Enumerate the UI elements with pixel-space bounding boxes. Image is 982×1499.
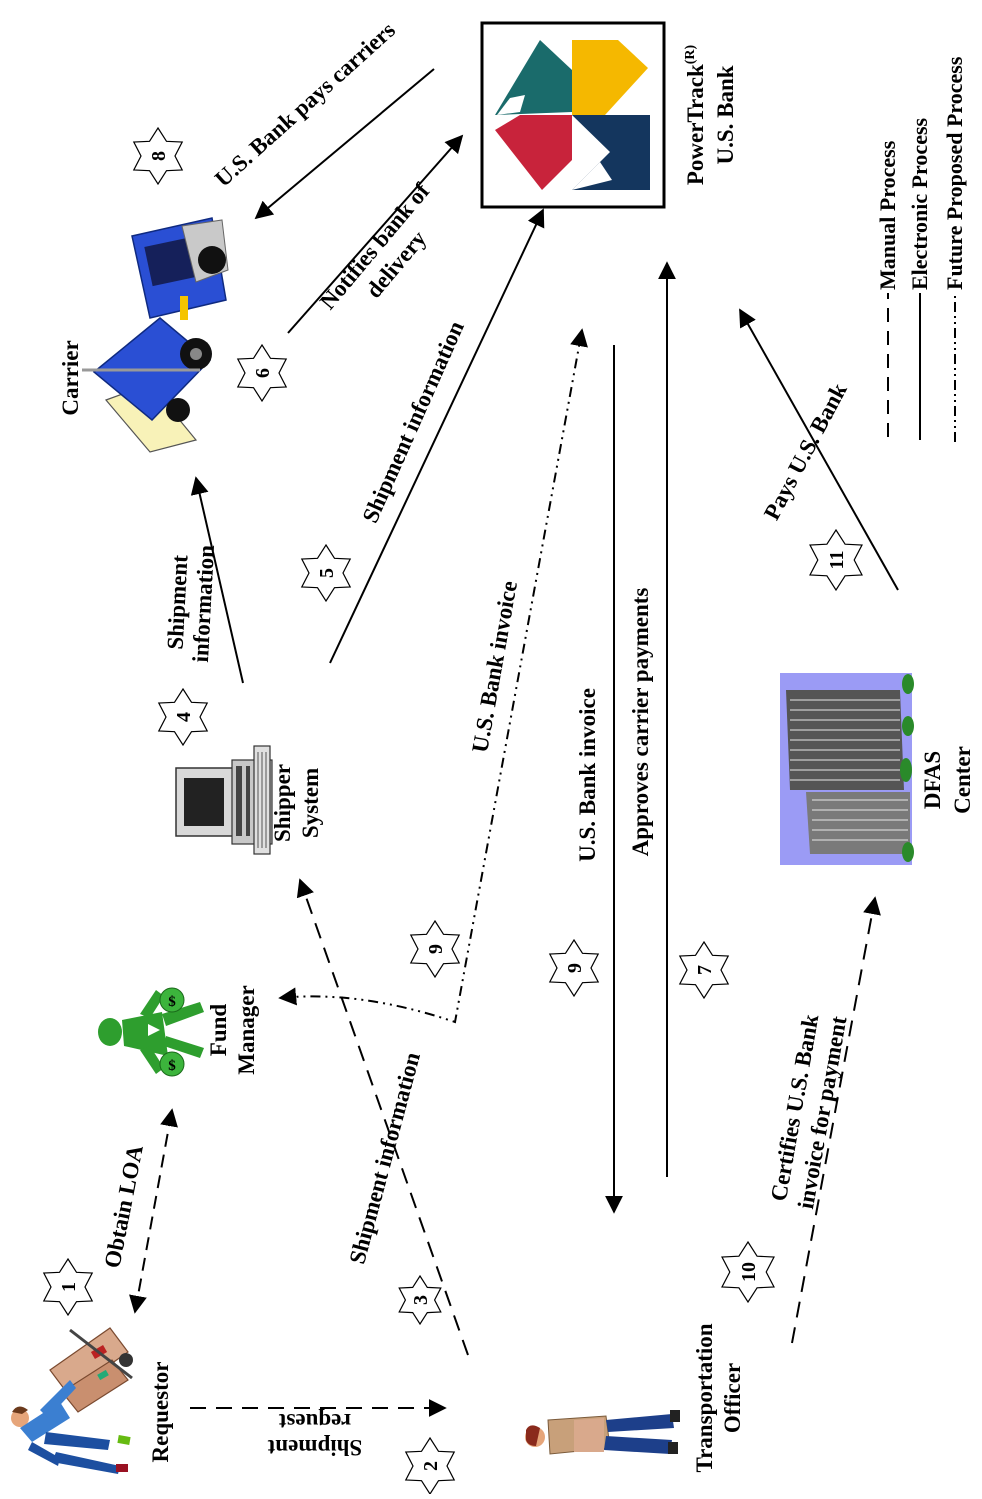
edge-certifies <box>791 896 881 1344</box>
step-number: 11 <box>826 551 848 570</box>
shipper-system-label: Shipper System <box>270 764 323 842</box>
step-number: 2 <box>420 1461 442 1471</box>
shipper-system-label-line2: System <box>298 768 323 838</box>
label-shipment-request-line2: request <box>278 1409 351 1434</box>
powertrack-label: PowerTrack(R) U.S. Bank <box>683 44 738 185</box>
transportation-officer-label: Transportation Officer <box>692 1323 745 1472</box>
step-number: 10 <box>738 1262 760 1282</box>
label-shipment-request-line1: Shipment <box>267 1435 362 1460</box>
step-number: 9 <box>425 944 447 954</box>
dfas-label-line1: DFAS <box>920 751 945 809</box>
step-star-6: 6 <box>236 343 288 403</box>
step-star-3: 3 <box>398 1274 442 1326</box>
label-bank-invoice-to: U.S. Bank invoice <box>575 688 600 862</box>
step-star-9a: 9 <box>409 919 461 979</box>
transportation-officer-figure <box>525 1410 680 1455</box>
step-star-5: 5 <box>300 543 352 603</box>
shipper-system-computer <box>175 745 273 855</box>
step-number: 5 <box>316 568 338 578</box>
label-shipment-info-carrier: Shipment information <box>163 544 219 663</box>
label-notifies-bank: Notifies bank of delivery <box>315 178 435 314</box>
step-star-2: 2 <box>404 1436 456 1496</box>
dfas-building <box>780 673 914 865</box>
label-approves-payments: Approves carrier payments <box>628 588 653 857</box>
label-shipment-request: Shipment request <box>267 1409 362 1460</box>
edge-obtain-loa <box>129 1108 178 1314</box>
powertrack-label-line2: U.S. Bank <box>713 65 738 164</box>
edge-bank-invoice-fund <box>278 328 588 1024</box>
label-certifies: Certifies U.S. Bank invoice for payment <box>766 1012 852 1211</box>
step-number: 4 <box>173 712 195 722</box>
fund-manager-figure: $ $ <box>98 987 204 1077</box>
label-shipment-info-shipper: Shipment information <box>344 1049 425 1266</box>
step-star-7: 7 <box>678 940 730 1000</box>
step-star-11: 11 <box>809 528 863 592</box>
edge-bank-pays-carriers <box>254 68 435 220</box>
step-star-8: 8 <box>132 126 184 186</box>
powertrack-registered-mark: (R) <box>683 44 698 64</box>
powertrack-label-line1: PowerTrack(R) <box>683 44 708 185</box>
step-number: 6 <box>252 368 274 378</box>
edge-pays-bank <box>739 308 899 591</box>
legend-manual-label: Manual Process <box>875 140 900 290</box>
label-shipment-info-carrier-line2: information <box>188 544 219 663</box>
step-number: 8 <box>148 151 170 161</box>
fund-manager-label-line2: Manager <box>234 985 259 1074</box>
svg-text:$: $ <box>168 994 176 1010</box>
step-number: 7 <box>694 965 716 975</box>
label-obtain-loa: Obtain LOA <box>99 1143 147 1270</box>
step-star-9b: 9 <box>548 938 600 998</box>
transportation-officer-label-line2: Officer <box>720 1363 745 1433</box>
step-star-4: 4 <box>157 687 209 747</box>
powertrack-name: PowerTrack <box>683 64 708 185</box>
label-pays-bank: Pays U.S. Bank <box>759 379 852 524</box>
legend: Manual Process Electronic Process Future… <box>875 56 967 442</box>
step-number: 9 <box>564 963 586 973</box>
label-bank-invoice-fund: U.S. Bank invoice <box>467 579 522 755</box>
dfas-label-line2: Center <box>950 746 975 814</box>
legend-future-label: Future Proposed Process <box>942 56 967 290</box>
powertrack-logo <box>480 21 666 209</box>
step-star-1: 1 <box>42 1257 94 1317</box>
svg-text:$: $ <box>168 1058 176 1074</box>
requestor-figure <box>11 1327 133 1474</box>
step-number: 1 <box>58 1282 80 1292</box>
label-shipment-info-carrier-line1: Shipment <box>163 554 193 650</box>
carrier-truck <box>82 217 229 453</box>
edge-notifies-bank <box>287 134 464 334</box>
fund-manager-label-line1: Fund <box>206 1004 231 1057</box>
label-shipment-info-bank: Shipment information <box>357 317 469 526</box>
dfas-label: DFAS Center <box>920 746 975 814</box>
requestor-label: Requestor <box>148 1362 173 1463</box>
shipper-system-label-line1: Shipper <box>270 764 295 842</box>
step-star-10: 10 <box>721 1240 775 1304</box>
legend-electronic-label: Electronic Process <box>907 117 932 290</box>
carrier-label: Carrier <box>58 340 83 415</box>
edge-shipment-info-carrier <box>190 476 244 684</box>
step-number: 3 <box>410 1295 432 1305</box>
label-bank-pays-carriers: U.S. Bank pays carriers <box>210 17 400 192</box>
fund-manager-label: Fund Manager <box>206 985 259 1074</box>
transportation-officer-label-line1: Transportation <box>692 1323 717 1472</box>
